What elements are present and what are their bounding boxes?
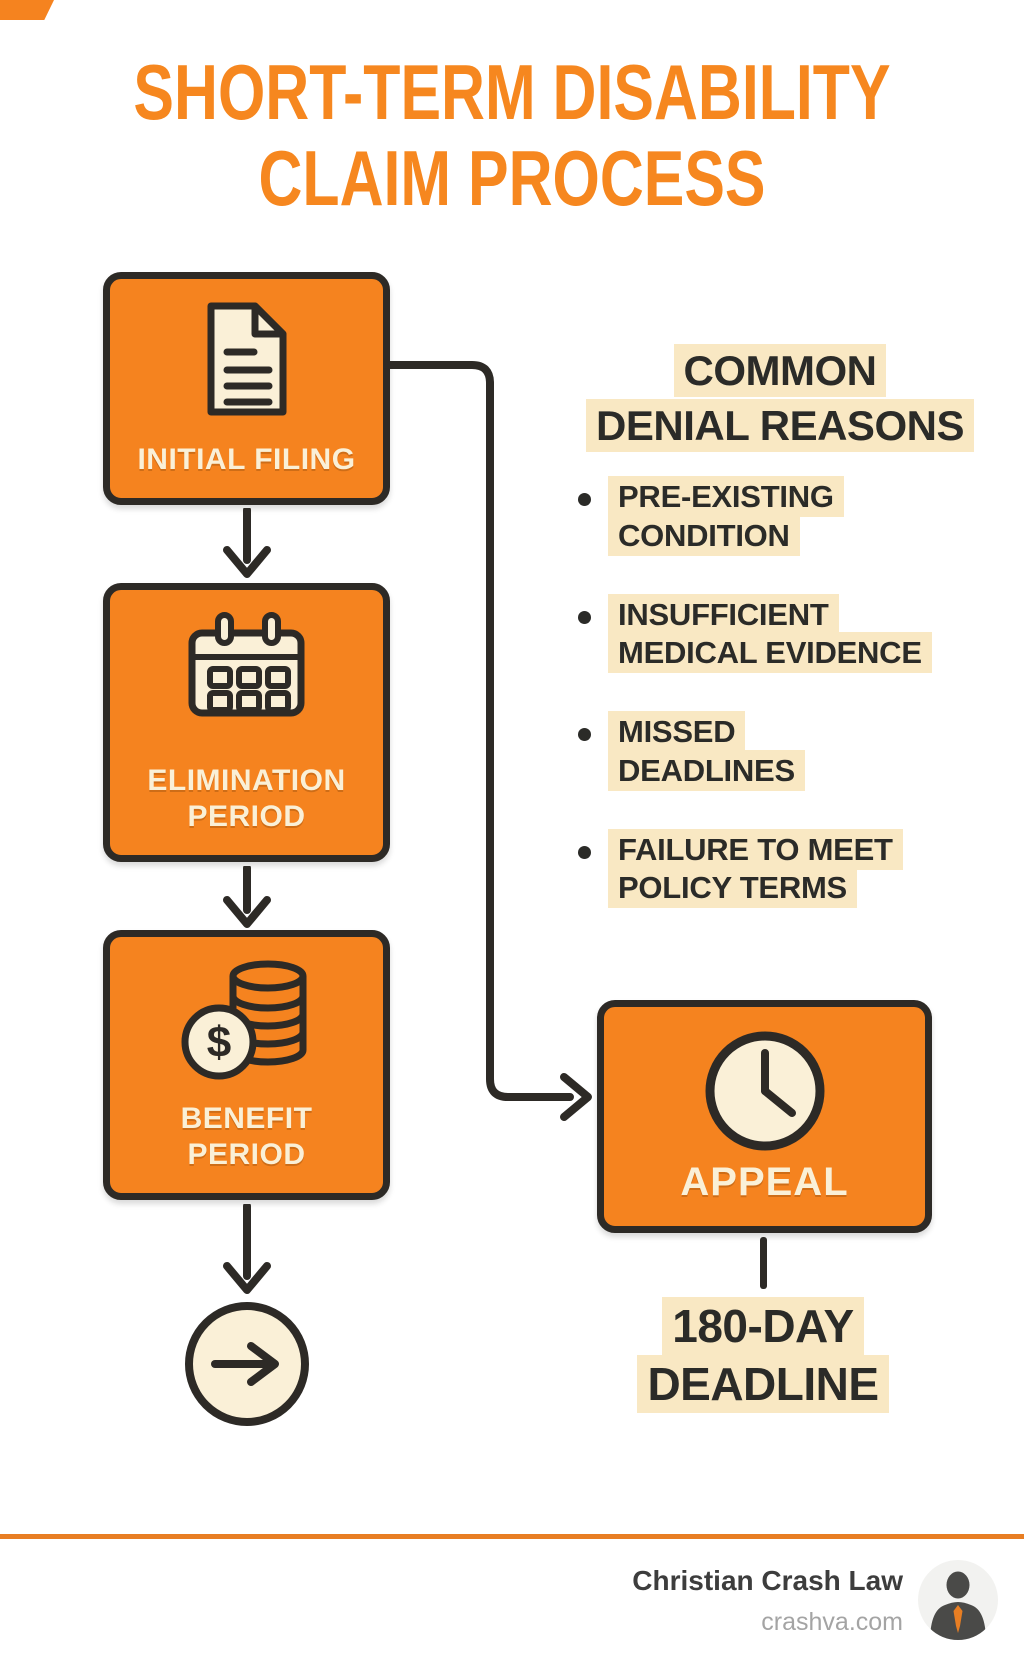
page-title: SHORT-TERM DISABILITY CLAIM PROCESS <box>133 48 891 222</box>
step-box-benefit-period: $ BENEFIT PERIOD <box>103 930 390 1200</box>
calendar-icon <box>188 612 305 717</box>
step-box-initial-filing: INITIAL FILING <box>103 272 390 505</box>
document-icon <box>207 302 286 416</box>
step-label: INITIAL FILING <box>137 443 356 476</box>
list-item: INSUFFICIENT MEDICAL EVIDENCE <box>562 593 992 674</box>
list-item: MISSED DEADLINES <box>562 711 992 791</box>
brand-logo-person-icon <box>918 1560 998 1640</box>
arrow-right-circle-icon <box>211 1342 279 1386</box>
svg-text:$: $ <box>206 1018 230 1067</box>
down-arrow-icon <box>223 508 271 578</box>
brand-name: Christian Crash Law <box>632 1565 903 1596</box>
appeal-deadline-connector <box>760 1237 767 1289</box>
website-url: crashva.com <box>761 1607 903 1636</box>
step-label: APPEAL <box>680 1160 849 1204</box>
denial-reasons-list: PRE-EXISTING CONDITION INSUFFICIENT MEDI… <box>562 476 992 948</box>
flow-end-node <box>185 1302 309 1426</box>
footer-divider <box>0 1534 1024 1539</box>
step-label: ELIMINATION PERIOD <box>147 764 346 833</box>
clock-icon <box>705 1031 824 1151</box>
connector-arrow-initial-to-appeal <box>384 361 592 1121</box>
down-arrow-icon <box>223 1204 271 1294</box>
corner-accent <box>0 0 54 20</box>
step-label: BENEFIT PERIOD <box>180 1102 313 1171</box>
down-arrow-icon <box>223 866 271 928</box>
denial-reasons-heading: COMMON DENIAL REASONS <box>540 344 1020 453</box>
footer-text: Christian Crash Law crashva.com <box>473 1564 903 1637</box>
step-box-appeal: APPEAL <box>597 1000 932 1233</box>
step-box-elimination-period: ELIMINATION PERIOD <box>103 583 390 862</box>
list-item: PRE-EXISTING CONDITION <box>562 476 992 556</box>
list-item: FAILURE TO MEET POLICY TERMS <box>562 828 992 909</box>
appeal-deadline-text: 180-DAY DEADLINE <box>563 1297 963 1413</box>
money-coins-icon: $ <box>181 960 306 1080</box>
